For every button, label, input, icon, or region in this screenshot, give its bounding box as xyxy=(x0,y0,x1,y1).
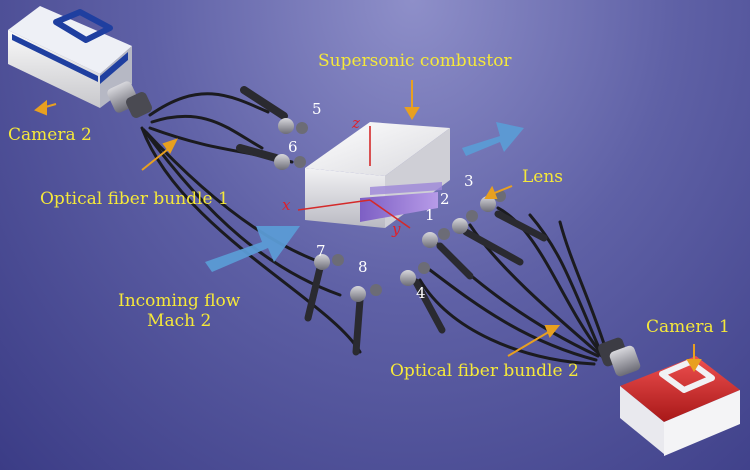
supersonic-combustor-box xyxy=(305,122,450,228)
lens-holder-2 xyxy=(452,210,524,266)
lens-holder-1 xyxy=(422,228,474,280)
lens-number-5: 5 xyxy=(312,100,322,118)
axis-z-label: z xyxy=(352,114,360,132)
lens-label: Lens xyxy=(522,167,564,187)
optical-fiber-bundle-1-cables xyxy=(140,92,362,354)
optical-fiber-bundle-2-label: Optical fiber bundle 2 xyxy=(390,361,579,381)
camera-2-label: Camera 2 xyxy=(8,125,92,145)
lens-holder-4 xyxy=(400,262,446,334)
lens-holder-3 xyxy=(480,190,548,242)
axis-lines xyxy=(297,126,411,229)
axis-y-label: y xyxy=(392,220,401,238)
lens-holder-5 xyxy=(240,86,308,134)
lens-holder-6 xyxy=(236,144,306,170)
incoming-flow-arrow xyxy=(205,226,300,272)
camera-2 xyxy=(8,6,152,118)
lens-holder-7 xyxy=(304,254,344,322)
lens-number-4: 4 xyxy=(416,284,426,302)
label-pointers xyxy=(34,80,702,372)
lens-number-2: 2 xyxy=(440,190,450,208)
incoming-flow-line-1: Incoming flow xyxy=(118,291,241,311)
lens-number-1: 1 xyxy=(425,206,435,224)
lens-holder-8 xyxy=(350,284,382,356)
lens-number-8: 8 xyxy=(358,258,368,276)
incoming-flow-label: Incoming flow Mach 2 xyxy=(118,291,241,331)
camera-1-label: Camera 1 xyxy=(646,317,730,337)
lens-number-3: 3 xyxy=(464,172,474,190)
optical-fiber-bundle-1-label: Optical fiber bundle 1 xyxy=(40,189,229,209)
lens-number-6: 6 xyxy=(288,138,298,156)
supersonic-combustor-label: Supersonic combustor xyxy=(318,51,512,71)
lens-number-7: 7 xyxy=(316,242,326,260)
camera-1 xyxy=(598,337,740,456)
exhaust-flow-arrow xyxy=(462,122,524,156)
axis-x-label: x xyxy=(282,196,291,214)
incoming-flow-line-2: Mach 2 xyxy=(147,310,212,331)
